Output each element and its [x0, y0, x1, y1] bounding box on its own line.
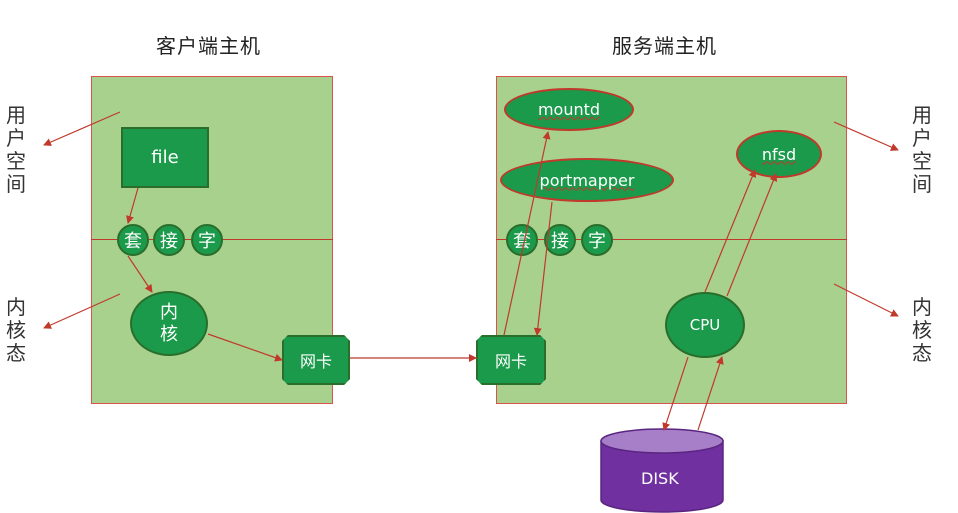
- client-kernel-node: 内 核: [130, 291, 208, 356]
- disk-icon: [600, 428, 724, 513]
- right-user-space-label: 用户空间: [912, 103, 932, 196]
- client-socket-char-3: 字: [191, 224, 223, 256]
- client-kernel-char-2: 核: [160, 323, 178, 345]
- server-socket-char-1: 套: [506, 224, 538, 256]
- client-socket-char-2: 接: [153, 224, 185, 256]
- server-socket-char-2: 接: [544, 224, 576, 256]
- nfsd-node: nfsd: [736, 130, 822, 178]
- mountd-node: mountd: [504, 88, 634, 131]
- nfsd-label: nfsd: [761, 144, 797, 164]
- server-host-title: 服务端主机: [612, 34, 717, 58]
- file-node: file: [121, 127, 209, 188]
- client-host-title: 客户端主机: [156, 34, 261, 58]
- portmapper-label: portmapper: [539, 170, 635, 190]
- server-socket-char-3: 字: [581, 224, 613, 256]
- client-socket-char-1: 套: [117, 224, 149, 256]
- disk-label: DISK: [641, 469, 679, 488]
- mountd-label: mountd: [537, 100, 601, 119]
- left-kernel-label: 内核态: [6, 295, 26, 365]
- cpu-node: CPU: [665, 292, 745, 358]
- server-nic-node: 网卡: [476, 335, 546, 385]
- portmapper-node: portmapper: [500, 158, 674, 202]
- server-space-divider: [496, 239, 847, 240]
- right-kernel-label: 内核态: [912, 295, 932, 365]
- client-nic-node: 网卡: [282, 335, 350, 385]
- client-kernel-char-1: 内: [160, 301, 178, 323]
- left-user-space-label: 用户空间: [6, 103, 26, 196]
